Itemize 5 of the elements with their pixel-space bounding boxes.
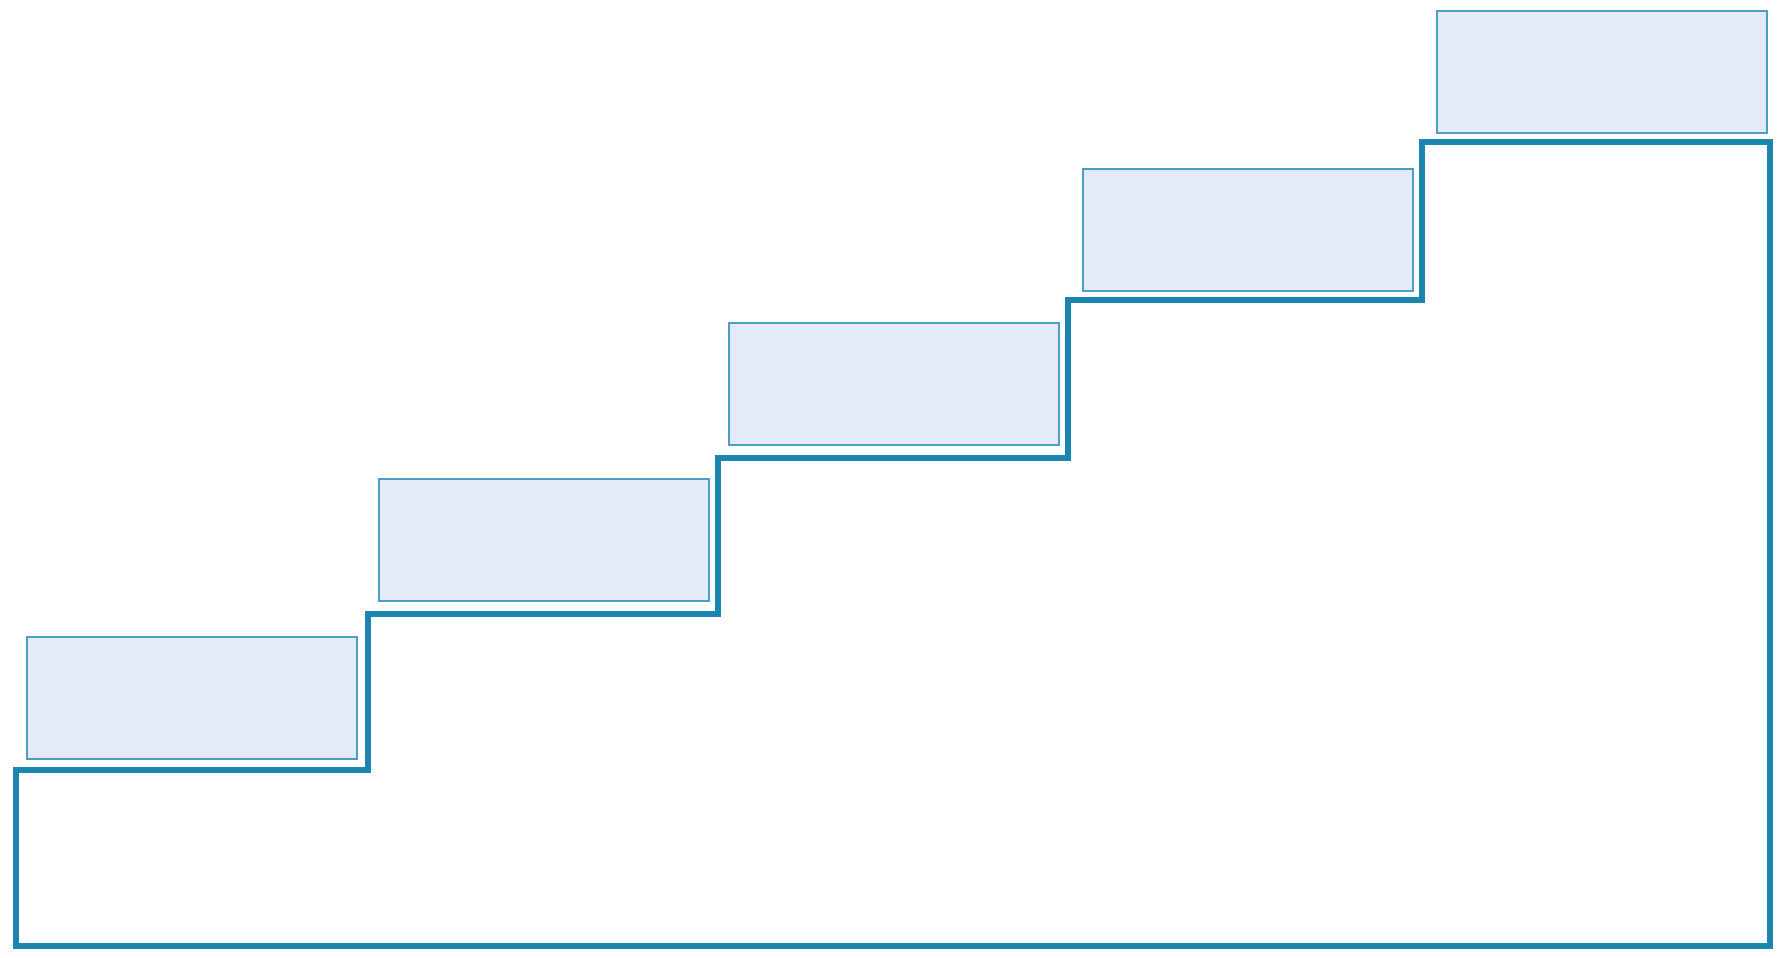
step-box	[378, 478, 710, 602]
step-box	[728, 322, 1060, 446]
step-box	[1082, 168, 1414, 292]
step-box	[26, 636, 358, 760]
step-box	[1436, 10, 1768, 134]
